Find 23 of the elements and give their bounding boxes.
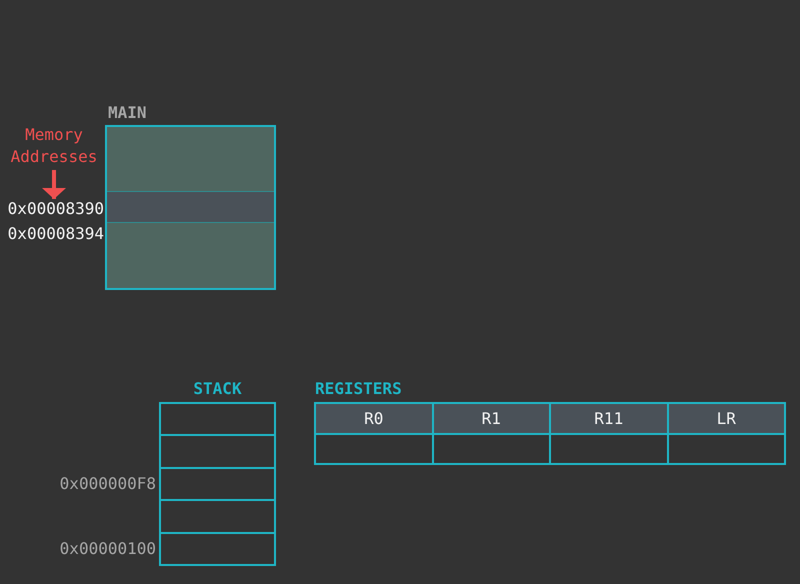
register-value-cell: [434, 435, 549, 463]
address-label: 0x000000F8: [60, 474, 156, 494]
highlighted-memory-row: [107, 191, 274, 223]
stack-slot: [161, 404, 274, 434]
section-heading: REGISTERS: [315, 380, 402, 398]
register-header-cell: R11: [551, 404, 666, 433]
address-label: 0x00000100: [60, 538, 156, 559]
stack-slot: [161, 534, 274, 564]
section-heading: MAIN: [108, 104, 147, 122]
section-heading: STACK: [193, 380, 242, 398]
register-header-cell: LR: [668, 404, 784, 433]
arrow: [42, 170, 66, 199]
address-label: 0x00008394: [8, 224, 104, 243]
address-label: 0x00008390: [8, 199, 104, 218]
stack-slot: [161, 501, 274, 532]
stack-slot: [161, 436, 274, 467]
annotation-label: Memory Addresses: [8, 124, 100, 168]
stack-slot: [161, 468, 274, 500]
register-value-cell: [316, 435, 432, 463]
register-value-cell: [668, 435, 784, 463]
register-header-cell: R0: [316, 404, 432, 433]
register-header-cell: R1: [434, 404, 549, 433]
register-value-cell: [551, 435, 666, 463]
